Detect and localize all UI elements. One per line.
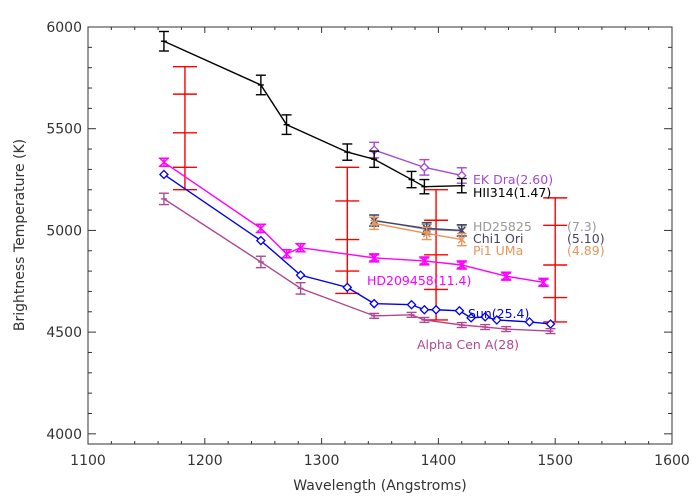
y-tick-label: 6000 [46, 20, 82, 36]
data-point [159, 169, 169, 180]
data-point [295, 270, 306, 281]
data-point [500, 271, 512, 281]
series-4 [369, 216, 467, 247]
series [158, 30, 556, 335]
series-0 [369, 141, 467, 184]
label-hii314: HII314(1.47) [473, 185, 551, 200]
data-point [537, 277, 550, 287]
series-labels: EK Dra(2.60) HII314(1.47) HD25825 (7.3) … [367, 172, 605, 352]
data-point [422, 229, 431, 238]
value-chi1-ori: (5.10) [567, 231, 605, 246]
series-7 [158, 192, 556, 335]
data-point [280, 249, 293, 259]
data-point [431, 304, 441, 315]
x-axis-label: Wavelength (Angstroms) [293, 478, 467, 494]
label-chi1-ori: Chi1 Ori [473, 231, 524, 246]
data-point [454, 305, 465, 316]
data-point [419, 304, 430, 315]
label-pi1-uma: Pi1 UMa [473, 243, 523, 258]
data-point [369, 298, 380, 309]
x-tick-label: 1100 [70, 453, 106, 469]
x-axis: 1100 1200 1300 1400 1500 1600 [70, 27, 690, 469]
series-5 [158, 157, 550, 287]
y-axis: 4000 4500 5000 5500 6000 [46, 20, 672, 443]
x-tick-label: 1400 [421, 453, 457, 469]
x-tick-label: 1200 [187, 453, 223, 469]
y-tick-label: 4000 [46, 427, 82, 443]
data-point [406, 299, 417, 310]
data-point [418, 256, 431, 266]
data-point [158, 157, 170, 167]
data-point [456, 260, 468, 270]
data-point [255, 223, 267, 234]
y-tick-label: 4500 [46, 325, 82, 341]
data-point [419, 162, 430, 173]
x-tick-label: 1500 [537, 453, 573, 469]
series-line [373, 149, 462, 177]
label-hd209458: HD209458(11.4) [367, 273, 471, 288]
x-tick-label: 1600 [654, 453, 690, 469]
label-hd25825: HD25825 [473, 219, 532, 234]
series-line [374, 222, 462, 241]
series-line [163, 40, 462, 188]
y-tick-label: 5500 [46, 122, 82, 138]
data-point [342, 282, 353, 293]
x-tick-label: 1300 [304, 453, 340, 469]
series-6 [159, 169, 556, 329]
data-point [255, 235, 266, 246]
label-ek-dra: EK Dra(2.60) [473, 172, 553, 187]
data-point [524, 317, 535, 327]
data-point [457, 235, 466, 244]
data-point [545, 319, 556, 329]
red-ranges [172, 65, 568, 323]
data-point [294, 243, 307, 253]
series-1 [158, 30, 467, 195]
label-alpha-cen-a: Alpha Cen A(28) [417, 337, 519, 352]
data-point [491, 314, 502, 325]
series-line [163, 198, 551, 332]
value-pi1-uma: (4.89) [567, 243, 605, 258]
y-tick-label: 5000 [46, 223, 82, 239]
value-hd25825: (7.3) [567, 219, 597, 234]
data-point [480, 311, 491, 322]
label-sun: Sun(25.4) [468, 306, 529, 321]
data-point [466, 312, 477, 323]
data-point [368, 253, 380, 263]
data-point [457, 226, 466, 235]
y-axis-label: Brightness Temperature (K) [12, 139, 28, 331]
plot-frame [87, 26, 673, 445]
data-point [370, 219, 379, 228]
